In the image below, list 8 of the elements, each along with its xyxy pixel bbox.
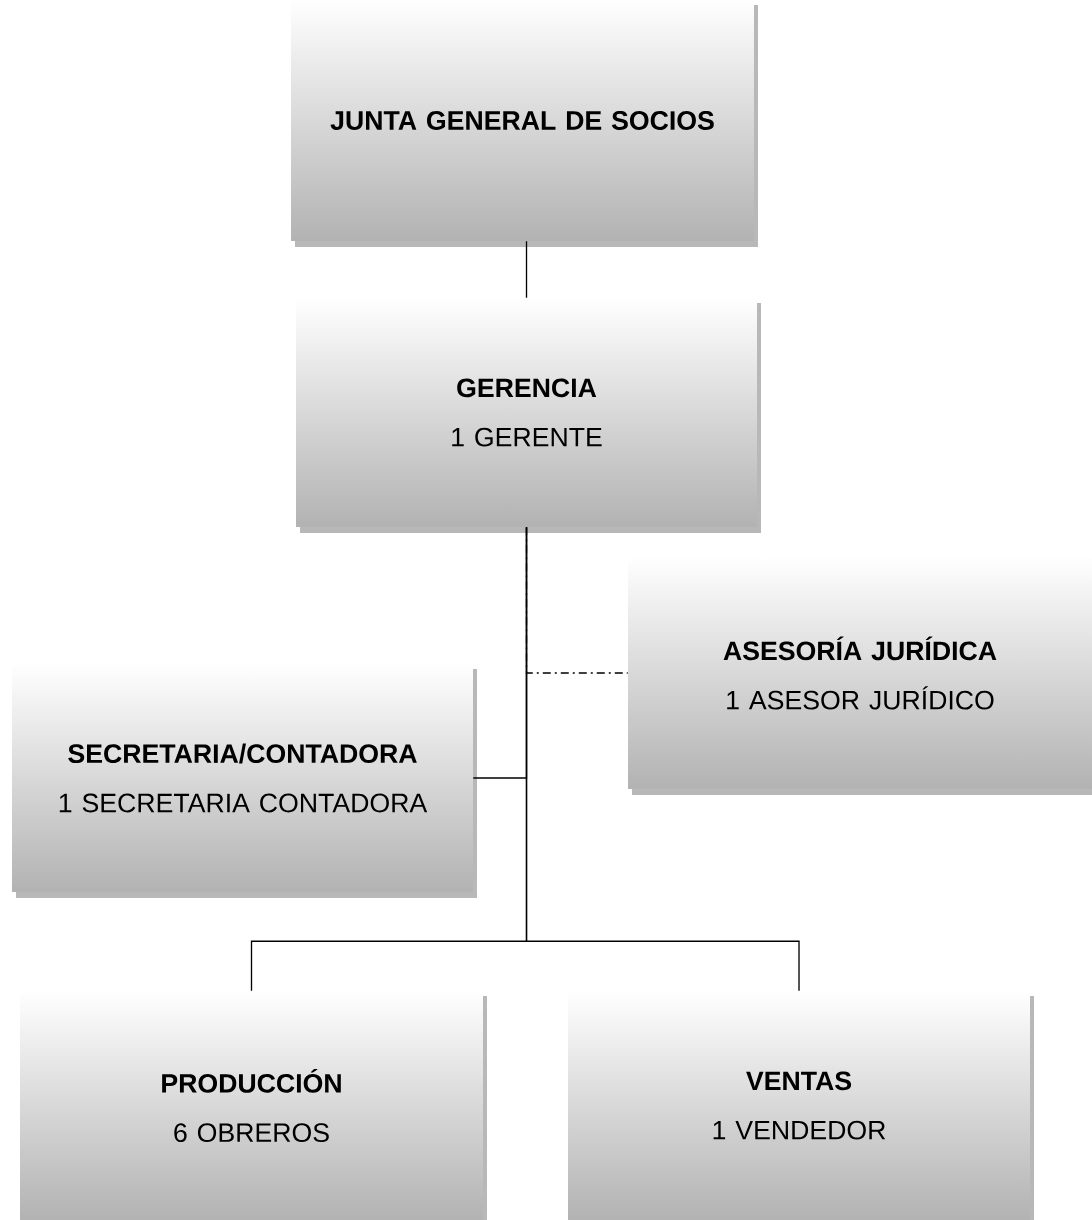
- org-box: SECRETARIA/CONTADORA 1 SECRETARIA CONTADORA: [12, 664, 477, 898]
- connector-line: [525, 526, 800, 992]
- org-box: PRODUCCIÓN 6 OBREROS: [20, 991, 487, 1220]
- org-box: JUNTA GENERAL DE SOCIOS: [291, 0, 758, 247]
- org-box: VENTAS 1 VENDEDOR: [568, 991, 1034, 1220]
- org-box: ASESORÍA JURÍDICA 1 ASESOR JURÍDICO: [628, 557, 1092, 795]
- connector-line: [525, 240, 528, 299]
- org-box: GERENCIA 1 GERENTE: [296, 298, 761, 533]
